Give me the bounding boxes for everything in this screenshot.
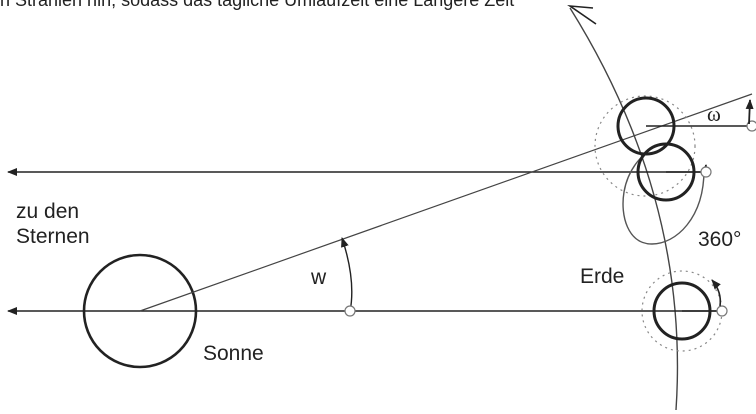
angle-omega-label: ω: [707, 102, 721, 126]
earth-upper-dotted-ring: [594, 95, 696, 197]
angle-w-label: w: [310, 266, 327, 289]
header-text: in Strahlen hin, sodass das tagliche Uml…: [0, 0, 514, 10]
sun-circle: [82, 253, 198, 369]
stars-label-line1: zu den: [16, 200, 79, 223]
earth-orbit-arc: [569, 7, 679, 411]
angle-w-arc: [341, 237, 353, 313]
orbit-direction-arrow: [567, 4, 597, 25]
sun-earth-radius-line: [139, 93, 753, 312]
earth-label: Erde: [580, 265, 624, 288]
earth-middle-pivot: [700, 166, 712, 178]
stars-label-line2: Sternen: [16, 225, 90, 248]
earth-lower-pivot: [716, 305, 728, 317]
sun-label: Sonne: [203, 342, 264, 365]
earth-lower-rotation-arrow: [711, 279, 722, 307]
full-rotation-loop: [622, 145, 705, 245]
angle-w-pivot: [344, 305, 356, 317]
angle-omega-arrow: [745, 99, 754, 125]
degrees-360-label: 360°: [698, 228, 741, 251]
